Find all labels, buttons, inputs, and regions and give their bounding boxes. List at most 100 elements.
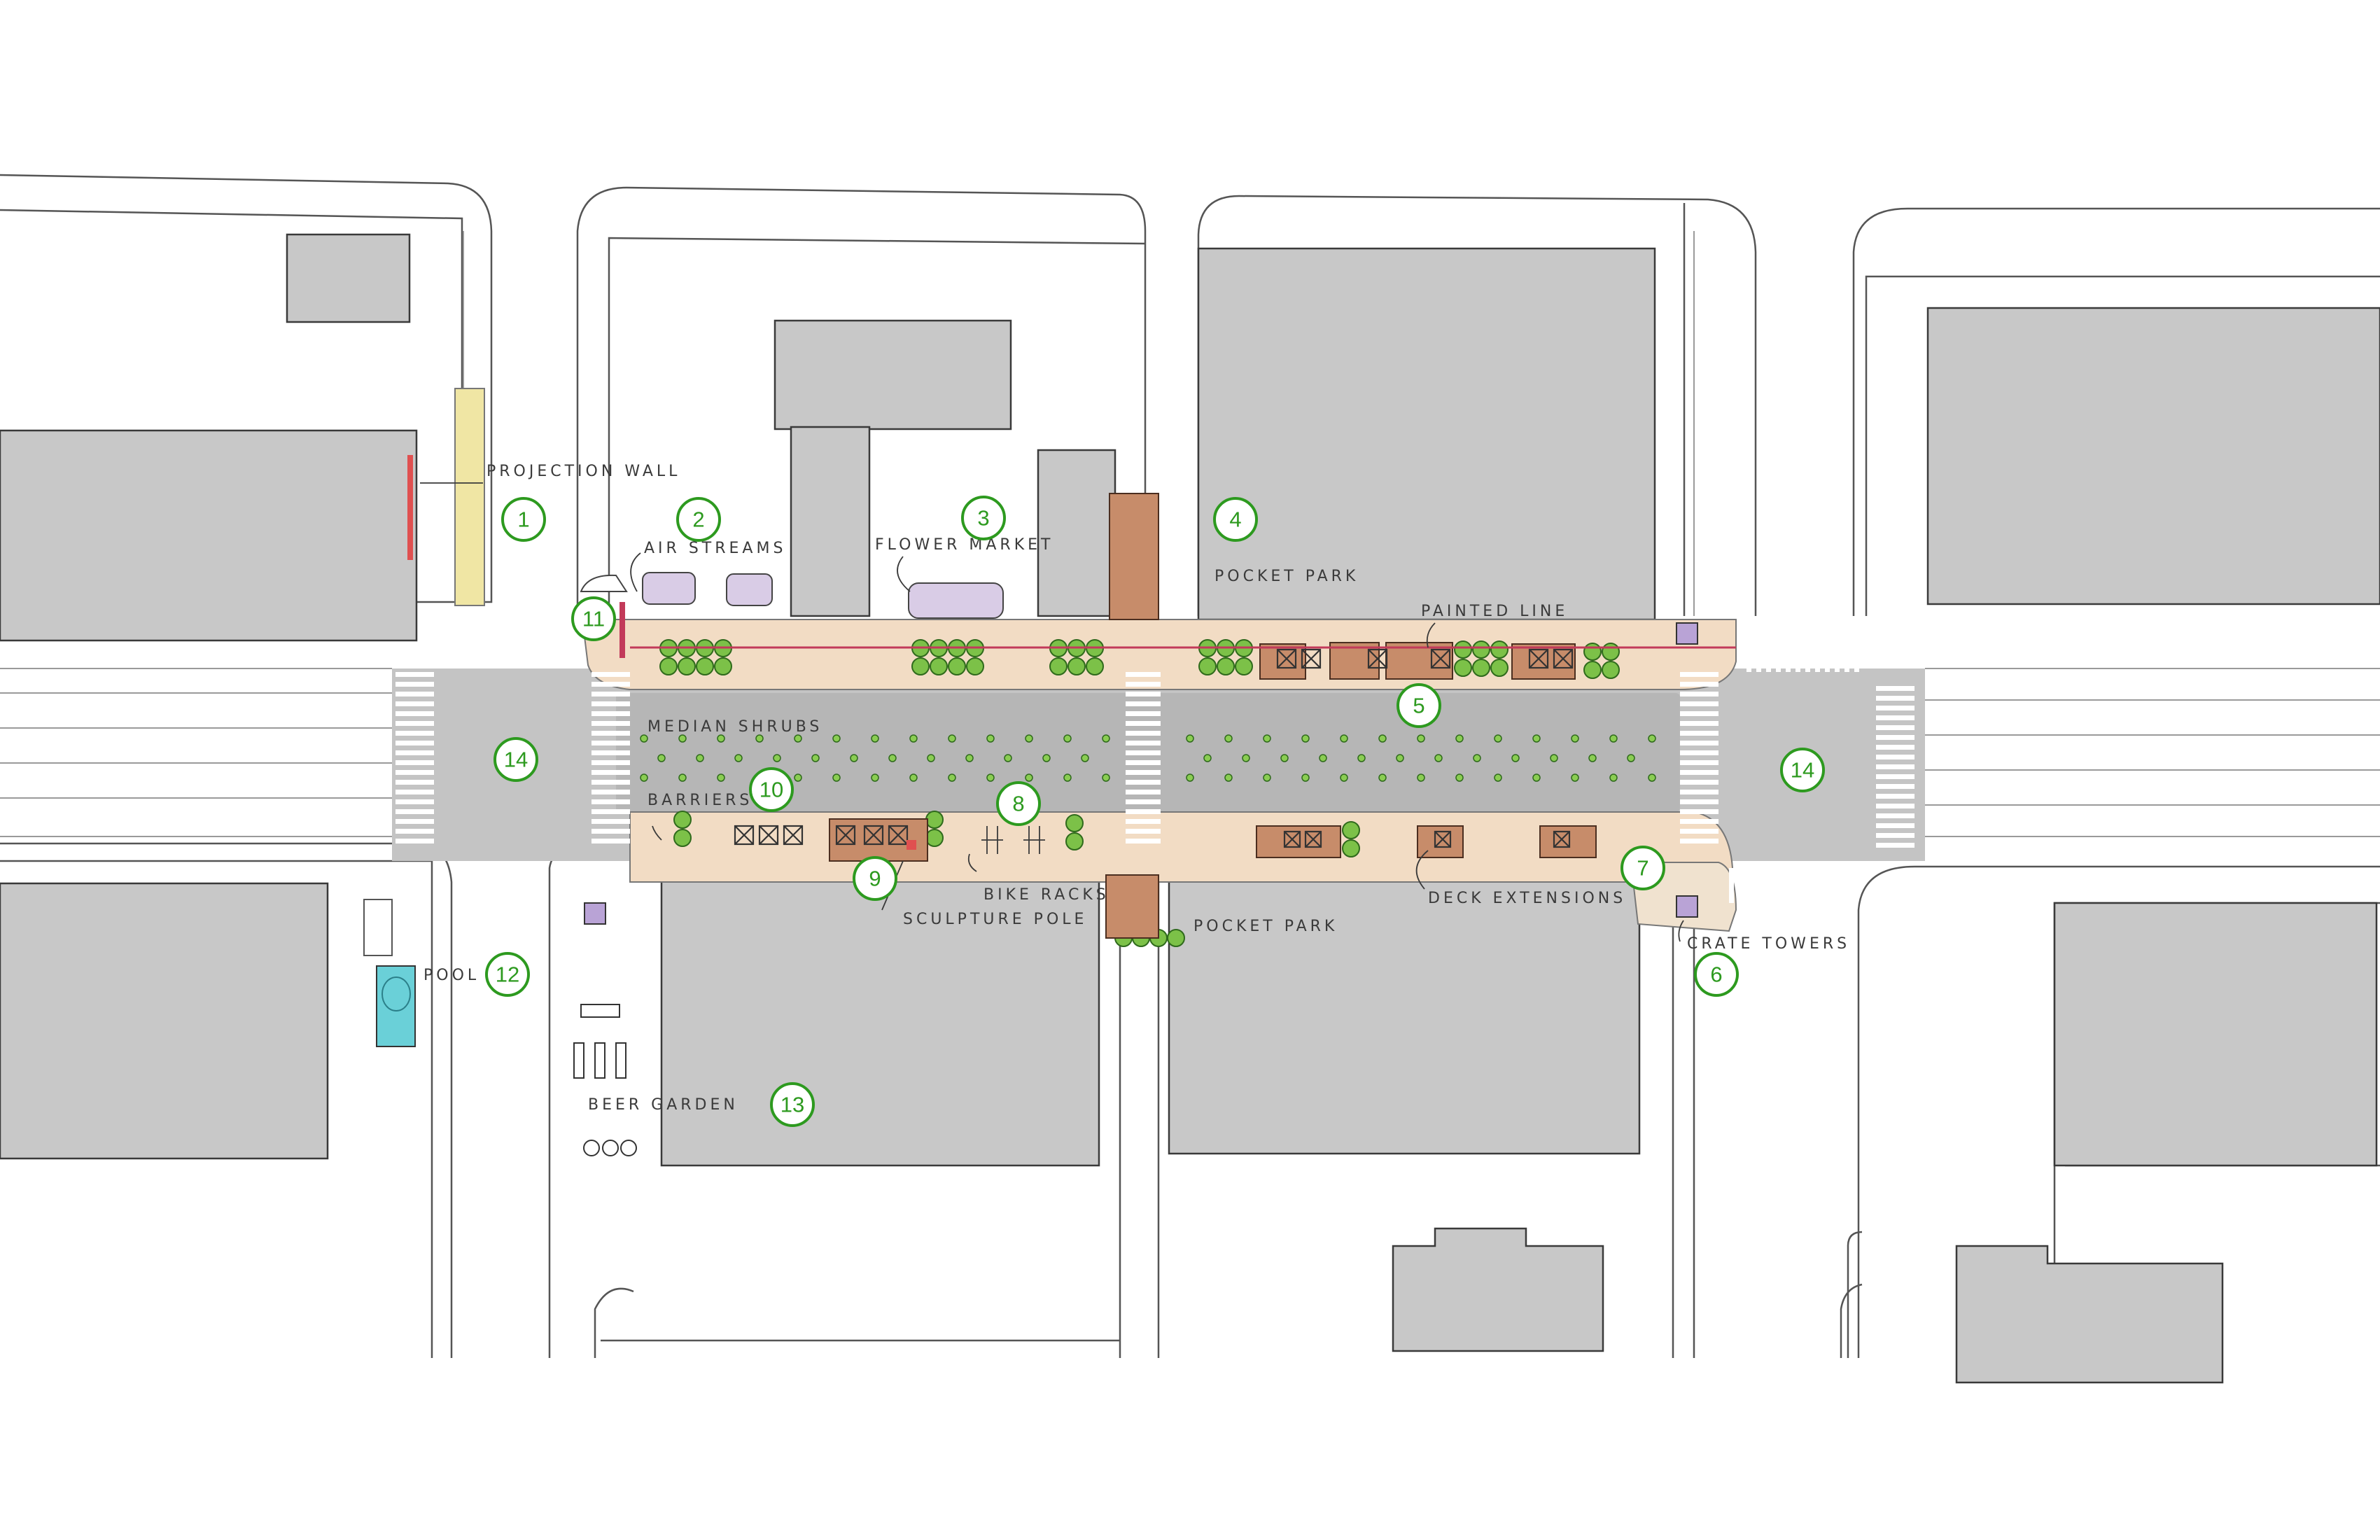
crosswalk-stripe	[592, 721, 630, 726]
crate-cross	[1434, 831, 1451, 848]
svg-text:6: 6	[1710, 962, 1722, 987]
crate-cross	[1553, 649, 1573, 668]
svg-text:10: 10	[760, 778, 783, 802]
crosswalk-stripe	[592, 741, 630, 746]
street-tree	[1049, 657, 1068, 676]
flower-market-trailer	[908, 582, 1004, 619]
crosswalk-stripe	[1126, 741, 1161, 746]
crosswalk-stripe	[1126, 721, 1161, 726]
median-shrub	[794, 774, 802, 782]
crosswalk-stripe	[1876, 706, 1914, 710]
building	[774, 319, 1012, 430]
median-shrub	[1396, 754, 1404, 762]
crosswalk-stripe	[592, 809, 630, 814]
street-tree	[1065, 832, 1084, 850]
street-tree	[673, 829, 692, 847]
crosswalk-stripe	[504, 868, 509, 903]
building	[1955, 1245, 2224, 1384]
crate	[1430, 648, 1451, 669]
label-beer-garden: BEER GARDEN	[588, 1096, 738, 1114]
median-shrub	[986, 774, 995, 782]
crosswalk-stripe	[592, 829, 630, 834]
number-badges: 1 2 3 4 5 6 7 8 9 10 11 12 13 14 14	[485, 496, 1825, 1127]
median-shrub	[678, 734, 687, 743]
crosswalk-stripe	[494, 623, 499, 658]
median-shrub	[1473, 754, 1481, 762]
crosswalk-stripe	[396, 839, 434, 844]
crate-cross	[1553, 831, 1570, 848]
crosswalk-stripe	[1126, 760, 1161, 765]
median-shrub	[1571, 734, 1579, 743]
median-shrub	[909, 734, 918, 743]
median-shrub	[657, 754, 666, 762]
crosswalk-stripe	[1680, 809, 1718, 814]
crosswalk-stripe	[1768, 868, 1773, 903]
street-tree	[1217, 657, 1235, 676]
crate-cross	[1301, 649, 1321, 668]
median-shrub	[1455, 774, 1464, 782]
crosswalk-stripe	[1844, 644, 1849, 672]
crosswalk-stripe	[514, 623, 519, 658]
crosswalk-stripe	[592, 780, 630, 785]
median-shrub	[1263, 774, 1271, 782]
crosswalk-stripe	[396, 682, 434, 687]
crosswalk-stripe	[592, 731, 630, 736]
crosswalk-stripe	[396, 780, 434, 785]
street-tree	[659, 657, 678, 676]
label-bike-racks: BIKE RACKS	[983, 886, 1110, 904]
median-shrub	[696, 754, 704, 762]
svg-text:13: 13	[780, 1093, 804, 1117]
street-tree	[678, 657, 696, 676]
street-tree	[1472, 640, 1490, 659]
street-tree	[1068, 657, 1086, 676]
crosswalk-stripe	[563, 868, 568, 903]
median-shrub	[1511, 754, 1520, 762]
median-shrub	[640, 734, 648, 743]
median-shrub	[1494, 734, 1502, 743]
crate	[1367, 648, 1388, 669]
crosswalk-stripe	[1126, 750, 1161, 755]
median-shrub	[1186, 774, 1194, 782]
median-shrub	[1063, 734, 1072, 743]
crosswalk-stripe	[1778, 868, 1783, 903]
crosswalk-stripe	[573, 868, 578, 903]
label-crate-towers: CRATE TOWERS	[1687, 935, 1850, 953]
crosswalk-stripe	[592, 770, 630, 775]
crosswalk-stripe	[396, 819, 434, 824]
crosswalk-stripe	[592, 701, 630, 706]
crate	[1304, 830, 1322, 848]
crosswalks	[396, 623, 1914, 903]
marker-8: 8	[996, 781, 1041, 826]
crate	[1434, 830, 1452, 848]
label-deck-extensions: DECK EXTENSIONS	[1428, 890, 1626, 907]
crosswalk-stripe	[592, 711, 630, 716]
crate	[835, 825, 856, 846]
street-tree	[925, 829, 944, 847]
trailers	[580, 572, 1004, 619]
label-pocket-park-north: POCKET PARK	[1214, 568, 1359, 585]
svg-text:5: 5	[1413, 694, 1424, 718]
marker-9: 9	[853, 856, 897, 901]
median-shrub	[1004, 754, 1012, 762]
svg-text:8: 8	[1012, 792, 1024, 816]
crate	[1553, 648, 1574, 669]
median-shrub	[640, 774, 648, 782]
crosswalk-stripe	[1798, 868, 1802, 903]
crosswalk-stripe	[592, 819, 630, 824]
crosswalk-stripe	[1766, 644, 1771, 672]
crosswalk-stripe	[1876, 755, 1914, 760]
marker-4: 4	[1213, 497, 1258, 542]
street-tree	[1198, 657, 1217, 676]
crosswalk-stripe	[592, 799, 630, 804]
crosswalk-stripe	[1126, 682, 1161, 687]
svg-text:9: 9	[869, 867, 881, 891]
crate-cross	[1529, 649, 1548, 668]
median-shrub	[1102, 774, 1110, 782]
street-tree	[1454, 659, 1472, 677]
marker-14-west: 14	[493, 737, 538, 782]
median-shrub	[986, 734, 995, 743]
crosswalk-stripe	[1876, 813, 1914, 818]
crosswalk-stripe	[553, 623, 558, 658]
deck-extension	[1329, 642, 1380, 680]
median-shrub	[1042, 754, 1051, 762]
